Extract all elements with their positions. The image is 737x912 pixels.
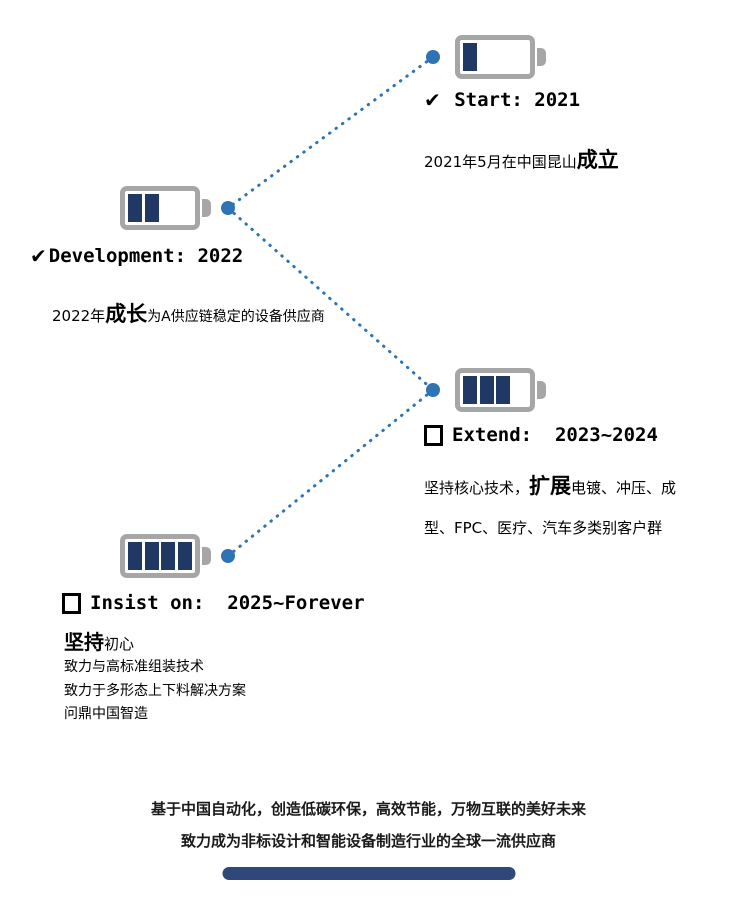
battery-charge-bar — [177, 542, 192, 570]
check-icon: ✔ — [30, 244, 47, 268]
timeline-dot-2021 — [426, 50, 440, 64]
heading-text: 初心 — [104, 635, 135, 653]
desc-emphasis: 扩展 — [529, 474, 572, 498]
milestone-extend-title: Extend: 2023~2024 — [424, 424, 658, 446]
milestone-development-title-text: Development: 2022 — [48, 245, 244, 267]
desc-text: 2022年 — [52, 307, 106, 325]
battery-nub — [202, 547, 211, 565]
insist-line-3: 问鼎中国智造 — [64, 706, 148, 722]
battery-charge-bar — [463, 43, 477, 71]
footer-slogan-line-1: 基于中国自动化，创造低碳环保，高效节能，万物互联的美好未来 — [150, 800, 586, 818]
battery-body — [120, 186, 200, 230]
timeline-dot-2025 — [221, 549, 235, 563]
desc-text: 2021年5月在中国昆山 — [424, 153, 577, 171]
battery-icon-level-4 — [120, 534, 211, 578]
milestone-start-title-text: Start: 2021 — [442, 89, 581, 111]
battery-charge-bar — [496, 376, 510, 404]
connector-line-1 — [226, 55, 435, 210]
milestone-insist-lines: 致力与高标准组装技术 致力于多形态上下料解决方案 问鼎中国智造 — [64, 656, 246, 727]
battery-body — [455, 35, 535, 79]
milestone-development-title: ✔ Development: 2022 — [30, 244, 243, 268]
battery-icon-level-2 — [120, 186, 211, 230]
battery-charge-bar — [128, 542, 142, 570]
desc-text: 电镀、冲压、成型、FPC、医疗、汽车多类别客户群 — [424, 479, 677, 538]
milestone-insist-title: Insist on: 2025~Forever — [62, 592, 365, 614]
battery-nub — [202, 199, 211, 217]
desc-text: 坚持核心技术， — [424, 479, 530, 497]
footer-slogan-line-2: 致力成为非标设计和智能设备制造行业的全球一流供应商 — [180, 832, 556, 850]
empty-checkbox-icon — [62, 592, 81, 614]
battery-charge-bar — [144, 194, 159, 222]
insist-line-2: 致力于多形态上下料解决方案 — [64, 682, 246, 699]
check-icon: ✔ — [424, 88, 441, 112]
battery-icon-level-1 — [455, 35, 546, 79]
milestone-start-title: ✔ Start: 2021 — [424, 88, 580, 112]
battery-charge-bar — [463, 376, 477, 404]
milestone-start-desc: 2021年5月在中国昆山成立 — [424, 144, 619, 174]
battery-charge-bar — [479, 376, 494, 404]
desc-text: 为A供应链稳定的设备供应商 — [147, 309, 325, 325]
timeline-dot-2023 — [426, 383, 440, 397]
battery-body — [120, 534, 200, 578]
timeline-dot-2022 — [221, 201, 235, 215]
milestone-extend-title-text: Extend: 2023~2024 — [452, 424, 658, 446]
battery-charge-bar — [128, 194, 142, 222]
insist-line-1: 致力与高标准组装技术 — [64, 659, 204, 675]
milestone-insist-heading: 坚持初心 — [64, 626, 134, 655]
desc-emphasis: 成立 — [576, 148, 619, 172]
battery-nub — [537, 381, 546, 399]
connector-line-3 — [226, 388, 435, 558]
desc-emphasis: 成长 — [105, 302, 148, 326]
milestone-development-desc: 2022年成长为A供应链稳定的设备供应商 — [52, 298, 325, 328]
milestone-extend-desc: 坚持核心技术，扩展电镀、冲压、成型、FPC、医疗、汽车多类别客户群 — [424, 462, 680, 547]
empty-checkbox-icon — [424, 424, 443, 446]
connector-line-2 — [226, 206, 435, 392]
footer-accent-bar — [222, 867, 515, 880]
heading-emphasis: 坚持 — [64, 630, 104, 654]
battery-charge-bar — [144, 542, 159, 570]
battery-charge-bar — [161, 542, 175, 570]
battery-icon-level-3 — [455, 368, 546, 412]
battery-nub — [537, 48, 546, 66]
battery-body — [455, 368, 535, 412]
milestone-insist-title-text: Insist on: 2025~Forever — [90, 592, 365, 614]
